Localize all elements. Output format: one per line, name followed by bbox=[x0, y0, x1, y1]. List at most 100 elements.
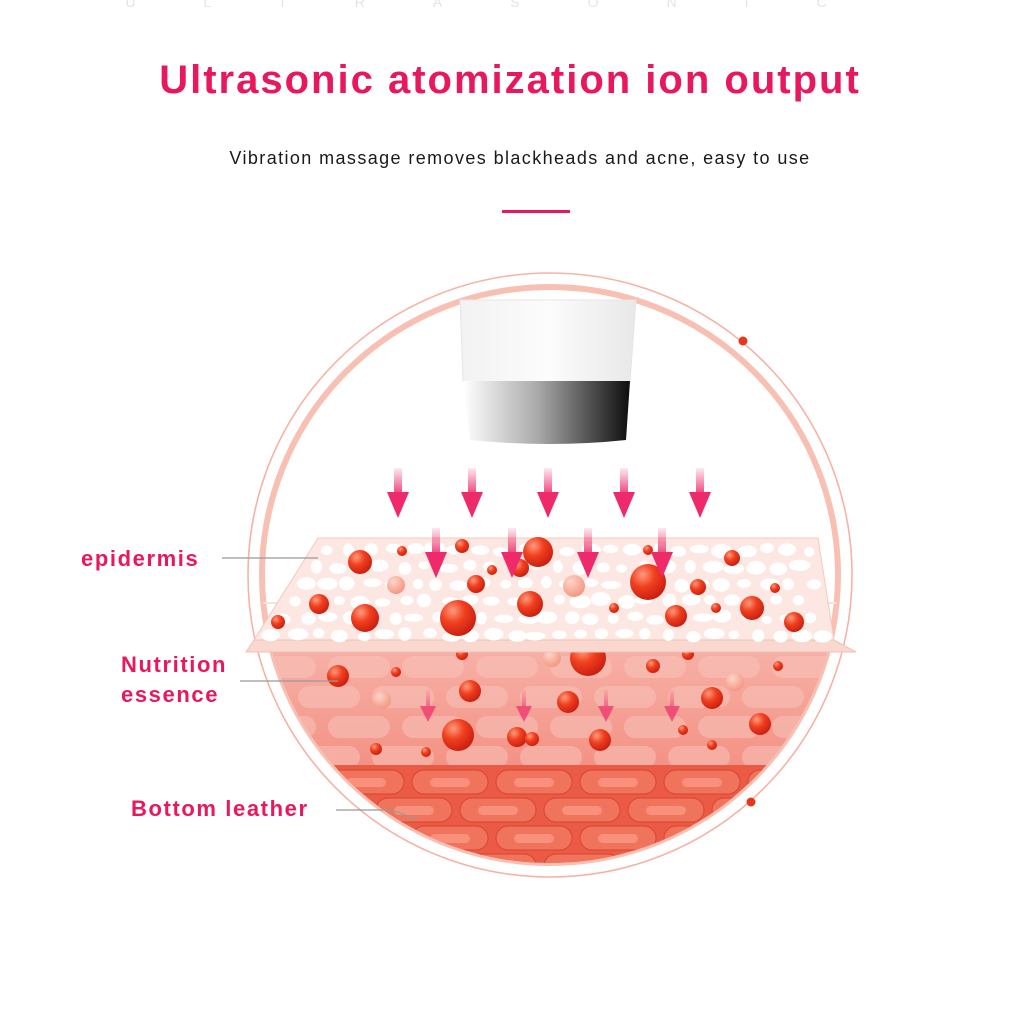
cell-core bbox=[430, 834, 470, 843]
cell-core bbox=[262, 862, 266, 863]
pore bbox=[471, 545, 490, 556]
cell bbox=[816, 686, 838, 708]
pore bbox=[416, 593, 432, 608]
pore bbox=[723, 563, 745, 575]
cell bbox=[831, 769, 838, 795]
pore bbox=[618, 595, 636, 609]
pore bbox=[369, 559, 389, 572]
pore bbox=[559, 546, 575, 557]
particle bbox=[455, 539, 469, 553]
pore bbox=[746, 561, 766, 575]
pore bbox=[773, 630, 788, 643]
cell bbox=[831, 825, 838, 851]
cell bbox=[846, 716, 908, 738]
pore bbox=[574, 629, 588, 639]
cell-core bbox=[850, 778, 890, 787]
down-arrow bbox=[613, 468, 635, 518]
pore bbox=[342, 543, 354, 557]
pore bbox=[662, 629, 674, 641]
pore bbox=[602, 544, 619, 554]
pore bbox=[769, 562, 788, 576]
pore bbox=[552, 560, 563, 573]
pore bbox=[432, 611, 443, 623]
particle bbox=[784, 612, 804, 632]
pore bbox=[627, 611, 644, 622]
pore bbox=[684, 559, 696, 574]
label-nutrition-essence: Nutrition essence bbox=[121, 650, 227, 710]
epidermis-pores bbox=[261, 541, 833, 643]
pore bbox=[541, 575, 552, 589]
label-bottom-leather: Bottom leather bbox=[131, 796, 309, 821]
down-arrow bbox=[501, 528, 523, 578]
nutrition-particles bbox=[327, 640, 783, 757]
cell bbox=[795, 797, 838, 823]
cell bbox=[262, 656, 316, 678]
pore bbox=[792, 595, 805, 606]
cell-core bbox=[814, 806, 838, 815]
pore bbox=[670, 546, 687, 557]
cell-core bbox=[598, 778, 638, 787]
particle bbox=[646, 659, 660, 673]
pore bbox=[807, 579, 822, 590]
pore bbox=[363, 578, 382, 588]
pore bbox=[329, 563, 347, 574]
label-nutrition-line1: Nutrition bbox=[121, 652, 228, 677]
cell bbox=[298, 746, 360, 768]
pore bbox=[646, 615, 664, 625]
epidermis-slab-front bbox=[245, 639, 857, 653]
pore bbox=[398, 561, 412, 575]
cell bbox=[668, 746, 730, 768]
cell bbox=[698, 716, 760, 738]
watermark-text: ULTRASONIC bbox=[125, 0, 895, 10]
cell bbox=[291, 853, 369, 863]
cell-core bbox=[514, 834, 554, 843]
particle bbox=[467, 575, 485, 593]
cell bbox=[772, 716, 834, 738]
pore bbox=[429, 578, 442, 591]
pore bbox=[622, 543, 642, 556]
particle bbox=[507, 727, 527, 747]
particle bbox=[643, 545, 653, 555]
particle bbox=[563, 575, 585, 597]
particle bbox=[690, 579, 706, 595]
pore bbox=[804, 546, 815, 557]
cell bbox=[375, 853, 453, 863]
particle bbox=[701, 687, 723, 709]
pore bbox=[418, 561, 430, 570]
pore bbox=[357, 632, 371, 642]
pore bbox=[564, 611, 580, 625]
particle bbox=[589, 729, 611, 751]
down-arrow bbox=[577, 528, 599, 578]
particle bbox=[609, 603, 619, 613]
pore bbox=[583, 578, 599, 587]
down-arrow bbox=[425, 528, 447, 578]
inner-arrow bbox=[664, 690, 680, 722]
pore bbox=[312, 628, 325, 639]
ring-dot-bottom bbox=[746, 797, 756, 807]
cell bbox=[520, 746, 582, 768]
particle bbox=[459, 680, 481, 702]
particle bbox=[397, 546, 407, 556]
pore bbox=[494, 614, 514, 624]
pore bbox=[791, 629, 813, 643]
pore bbox=[318, 612, 338, 622]
inner-arrow bbox=[420, 690, 436, 722]
pore bbox=[423, 628, 437, 638]
pore bbox=[703, 627, 725, 640]
cell-core bbox=[478, 806, 518, 815]
cell-core bbox=[394, 806, 434, 815]
pore bbox=[536, 611, 558, 624]
cell bbox=[594, 746, 656, 768]
pore bbox=[483, 627, 504, 641]
cell-core bbox=[262, 778, 302, 787]
pore bbox=[553, 594, 565, 605]
cell bbox=[742, 746, 804, 768]
cell-core bbox=[814, 862, 838, 863]
particle bbox=[665, 605, 687, 627]
pore bbox=[712, 578, 730, 592]
cell-core bbox=[262, 834, 302, 843]
particle bbox=[351, 604, 379, 632]
pore bbox=[596, 562, 610, 573]
